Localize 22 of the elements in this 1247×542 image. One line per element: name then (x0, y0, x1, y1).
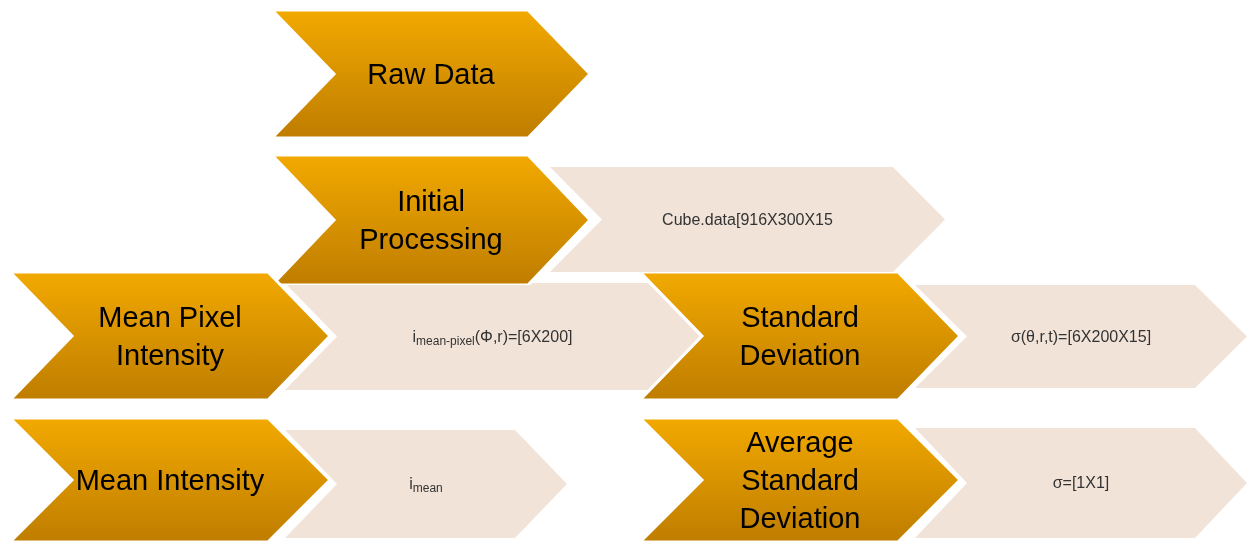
chevron-step (640, 272, 960, 400)
chevron-step (272, 10, 590, 138)
chevron-step (10, 418, 330, 542)
step-label: Average Standard Deviation (738, 425, 862, 536)
chevron-step (10, 272, 330, 400)
chevron-detail (285, 283, 700, 390)
step-label: Mean Intensity (75, 463, 265, 498)
formula-text: i$_{mean}$ (409, 474, 443, 496)
formula-text: σ=[1X1] (1052, 473, 1110, 493)
step-label: Initial Processing (358, 184, 504, 257)
formula-text: Cube.data[916X300X15 (662, 209, 833, 230)
chevron-detail (550, 167, 945, 272)
formula-text: i$_{mean-pixel}$(Φ,r)=[6X200] (412, 326, 573, 349)
chevron-detail (915, 285, 1247, 388)
chevron-step (272, 155, 590, 285)
step-label: Standard Deviation (738, 300, 862, 373)
chevron-detail (915, 428, 1247, 538)
step-label: Mean Pixel Intensity (97, 300, 243, 373)
formula-text: σ(θ,r,t)=[6X200X15] (1010, 326, 1152, 347)
chevron-detail (285, 430, 567, 538)
step-label: Raw Data (367, 57, 495, 92)
chevron-step (640, 418, 960, 542)
